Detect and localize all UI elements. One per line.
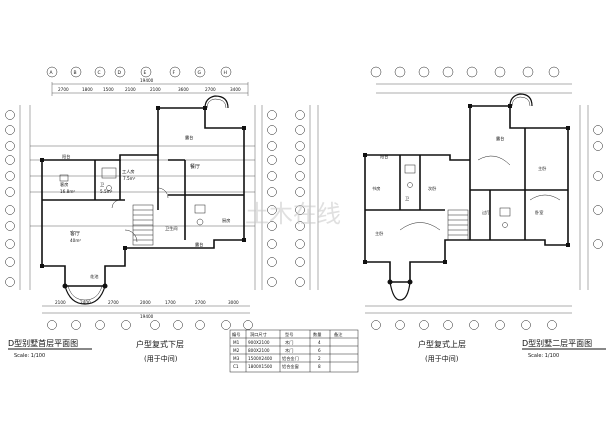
right-caption: 户型复式上层	[418, 339, 466, 349]
schedule-header-qty: 数量	[313, 331, 321, 338]
area-living: 40m²	[70, 238, 81, 243]
grid-bubble-g: G	[198, 70, 202, 76]
left-caption: 户型复式下层	[136, 339, 184, 349]
center-block: 户型复式下层 (用于中间) 户型复式上层 (用于中间) 编号 洞口尺寸 型号 数…	[136, 329, 466, 373]
dim-bottom-2: 2400	[80, 300, 91, 305]
schedule-cell: 900X2100	[248, 340, 270, 345]
left-side-grid	[5, 105, 31, 290]
room-balcony: 阳台	[62, 153, 70, 160]
schedule-cell: 2	[318, 356, 321, 361]
area-wc: 5.5m²	[100, 189, 113, 194]
schedule-cell: M3	[233, 356, 240, 361]
room-dining: 餐厅	[190, 163, 200, 170]
room-master-2: 主卧	[375, 230, 383, 237]
left-title-block: D型别墅首层平面图 Scale: 1/100	[8, 338, 92, 359]
left-right-side-grid	[254, 105, 277, 290]
dim-top-6: 3600	[178, 87, 189, 92]
right-room-labels: 主卧 卧室 书房 卫 主卧 次卧 过厅 阳台 露台	[372, 135, 546, 237]
dim-top-3: 1500	[103, 87, 114, 92]
room-balcony-2: 阳台	[380, 153, 388, 160]
right-title-block: D型别墅二层平面图 Scale: 1/100	[522, 338, 606, 359]
left-top-dimensions: 19400 2700 1800 1500 2100 2100 3600 2700…	[51, 78, 249, 96]
area-maid: 7.5m²	[123, 176, 136, 181]
schedule-cell: M2	[233, 348, 240, 353]
left-room-labels: 露台 餐厅 阳台 客房 16.8m² 卫 5.5m² 工人房 7.5m² 客厅 …	[60, 134, 230, 280]
schedule-cell: 铝合金窗	[282, 363, 299, 370]
right-plan-scale: Scale: 1/100	[528, 353, 559, 359]
room-living: 客厅	[70, 230, 80, 237]
left-plan-title: D型别墅首层平面图	[8, 338, 78, 348]
schedule-cell: 1800X1500	[248, 364, 273, 369]
room-garden: 花池	[90, 273, 99, 280]
room-hall: 过厅	[482, 209, 490, 216]
room-terrace-2: 露台	[496, 135, 504, 142]
dim-bottom-7: 3000	[228, 300, 239, 305]
right-floor-plan: 主卧 卧室 书房 卫 主卧 次卧 过厅 阳台 露台 D型别墅二层平面图 Scal…	[295, 66, 606, 359]
area-bedroom: 16.8m²	[60, 189, 75, 194]
room-study: 书房	[372, 185, 380, 192]
right-side-grids	[295, 105, 603, 290]
dim-top-4: 2100	[125, 87, 136, 92]
schedule-cell: 铝合金门	[282, 355, 299, 362]
left-plan-scale: Scale: 1/100	[14, 353, 45, 359]
schedule-header-note: 备注	[334, 331, 343, 338]
right-walls	[363, 93, 570, 301]
room-master: 主卧	[538, 165, 546, 172]
right-plan-title: D型别墅二层平面图	[522, 338, 592, 348]
room-bedroom-2: 卧室	[535, 209, 543, 216]
schedule-header-size: 洞口尺寸	[250, 331, 267, 338]
right-top-grid-bubbles	[370, 66, 572, 94]
dim-top-1: 2700	[58, 87, 69, 92]
grid-bubble-e: E	[144, 70, 147, 76]
left-grid-lines	[30, 145, 255, 227]
dim-bottom-3: 2700	[108, 300, 119, 305]
dim-top-8: 3400	[230, 87, 241, 92]
dim-bottom-1: 2100	[55, 300, 66, 305]
schedule-cell: 木门	[285, 347, 293, 354]
room-kitchen: 厨房	[222, 217, 230, 224]
grid-bubble-f: F	[173, 70, 176, 76]
schedule-cell: M1	[233, 340, 240, 345]
room-bath-2: 卫	[405, 196, 409, 201]
schedule-cell: 6	[318, 348, 321, 353]
room-terrace: 露台	[195, 241, 203, 248]
schedule-cell: 800X2100	[248, 348, 270, 353]
dim-bottom-6: 2700	[195, 300, 206, 305]
dim-bottom-5: 1700	[165, 300, 176, 305]
left-floor-plan: A B C D E F G H 19400 2700 1800 1500 210…	[5, 66, 277, 359]
schedule-cell: 木门	[285, 339, 293, 346]
left-walls	[40, 95, 246, 305]
left-bottom-dimensions: 2100 2400 2700 2000 1700 2700 3000 19400	[42, 300, 253, 330]
grid-bubble-a: A	[50, 70, 54, 76]
room-kid: 次卧	[428, 185, 436, 192]
dim-top-2: 1800	[82, 87, 93, 92]
schedule-cell: 4	[318, 340, 321, 345]
room-wc: 卫	[100, 182, 104, 187]
dim-top-7: 2700	[205, 87, 216, 92]
grid-bubble-h: H	[224, 70, 227, 76]
left-subcaption: (用于中间)	[144, 354, 178, 363]
schedule-cell: 1500X2400	[248, 356, 273, 361]
schedule-cell: 8	[318, 364, 321, 369]
grid-bubble-d: D	[118, 70, 122, 76]
room-bedroom: 客房	[60, 181, 68, 188]
room-maid: 工人房	[122, 168, 135, 175]
dim-top-5: 2100	[150, 87, 161, 92]
right-subcaption: (用于中间)	[425, 354, 459, 363]
dim-bottom-4: 2000	[140, 300, 151, 305]
grid-bubble-c: C	[98, 70, 101, 76]
dim-overall-top: 19400	[140, 78, 154, 83]
schedule-cell: C1	[233, 364, 239, 369]
watermark-text: 土木在线	[245, 200, 341, 228]
schedule-header-type: 型号	[285, 331, 293, 338]
room-bath: 卫生间	[165, 225, 178, 232]
right-bottom-dimensions	[365, 305, 572, 330]
left-top-grid-bubbles: A B C D E F G H	[46, 66, 232, 78]
room-balcony-top: 露台	[185, 134, 193, 141]
door-window-schedule: 编号 洞口尺寸 型号 数量 备注 M1 900X2100 木门 4 M2 800…	[229, 329, 359, 373]
dim-bottom-overall: 19400	[140, 314, 154, 319]
grid-bubble-b: B	[74, 70, 77, 76]
schedule-header-code: 编号	[232, 331, 240, 338]
